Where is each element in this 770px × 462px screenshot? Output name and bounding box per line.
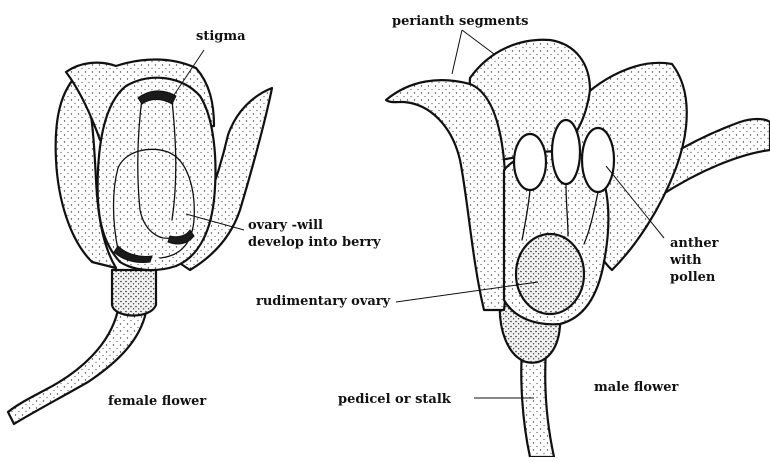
anther-right [582,128,614,192]
label-ovary-line2: develop into berry [248,235,381,250]
label-stigma: stigma [196,29,246,44]
rudimentary-ovary-shape [516,234,584,314]
female-receptacle [112,270,156,316]
label-female-flower: female flower [108,394,206,409]
label-anther-line3: pollen [670,270,716,285]
leader-perianth-b [462,30,494,54]
label-anther-line2: with [669,253,702,268]
leader-perianth-a [452,30,462,74]
anther-center [552,120,580,184]
label-pedicel: pedicel or stalk [338,392,452,407]
label-anther-line1: anther [670,236,719,251]
male-pedicel [521,348,554,457]
label-perianth-segments: perianth segments [392,14,529,29]
male-petal-left [386,80,508,310]
label-male-flower: male flower [594,380,678,395]
label-ovary-line1: ovary -will [248,218,323,233]
anther-left [514,134,546,190]
female-flower [8,60,272,425]
female-ovary-body [98,78,216,270]
label-rudimentary-ovary: rudimentary ovary [256,294,391,309]
